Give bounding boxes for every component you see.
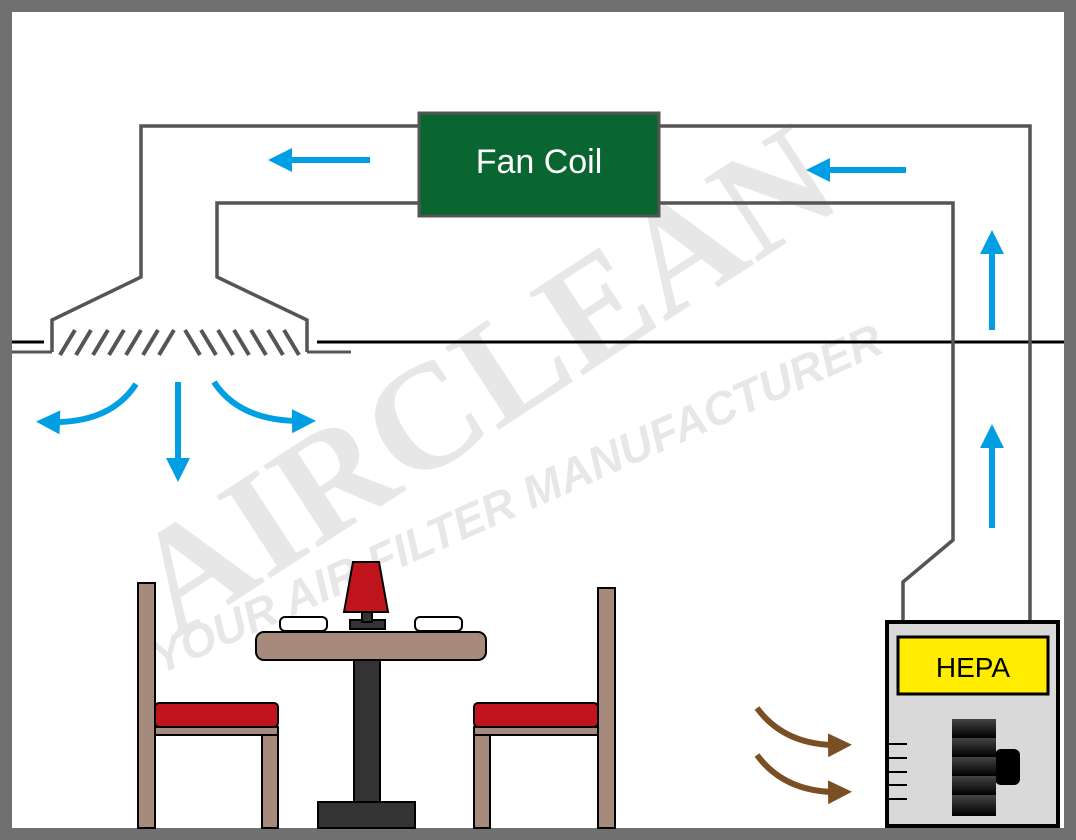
- table-lamp: [342, 561, 390, 613]
- chair-right: [473, 587, 616, 829]
- fan-coil-label: Fan Coil: [476, 143, 603, 181]
- duct-system: [50, 124, 1032, 622]
- fan-icon: [952, 719, 1020, 816]
- hepa-unit: HEPA: [885, 620, 1060, 828]
- arrow-curve-right-icon: [211, 380, 316, 434]
- chair-left: [137, 582, 279, 829]
- dining-table: [255, 561, 487, 829]
- plate: [414, 616, 463, 632]
- plate: [279, 616, 328, 632]
- ceiling-diffuser: [58, 328, 301, 357]
- arrow-curve-left-icon: [36, 382, 139, 435]
- fan-coil-unit: Fan Coil: [417, 111, 661, 218]
- hepa-label: HEPA: [936, 652, 1010, 683]
- ceiling: [12, 340, 1064, 354]
- clean-airflow-arrows: [36, 148, 1004, 528]
- intake-airflow-arrows: [754, 706, 852, 805]
- intake-grille: [889, 743, 907, 800]
